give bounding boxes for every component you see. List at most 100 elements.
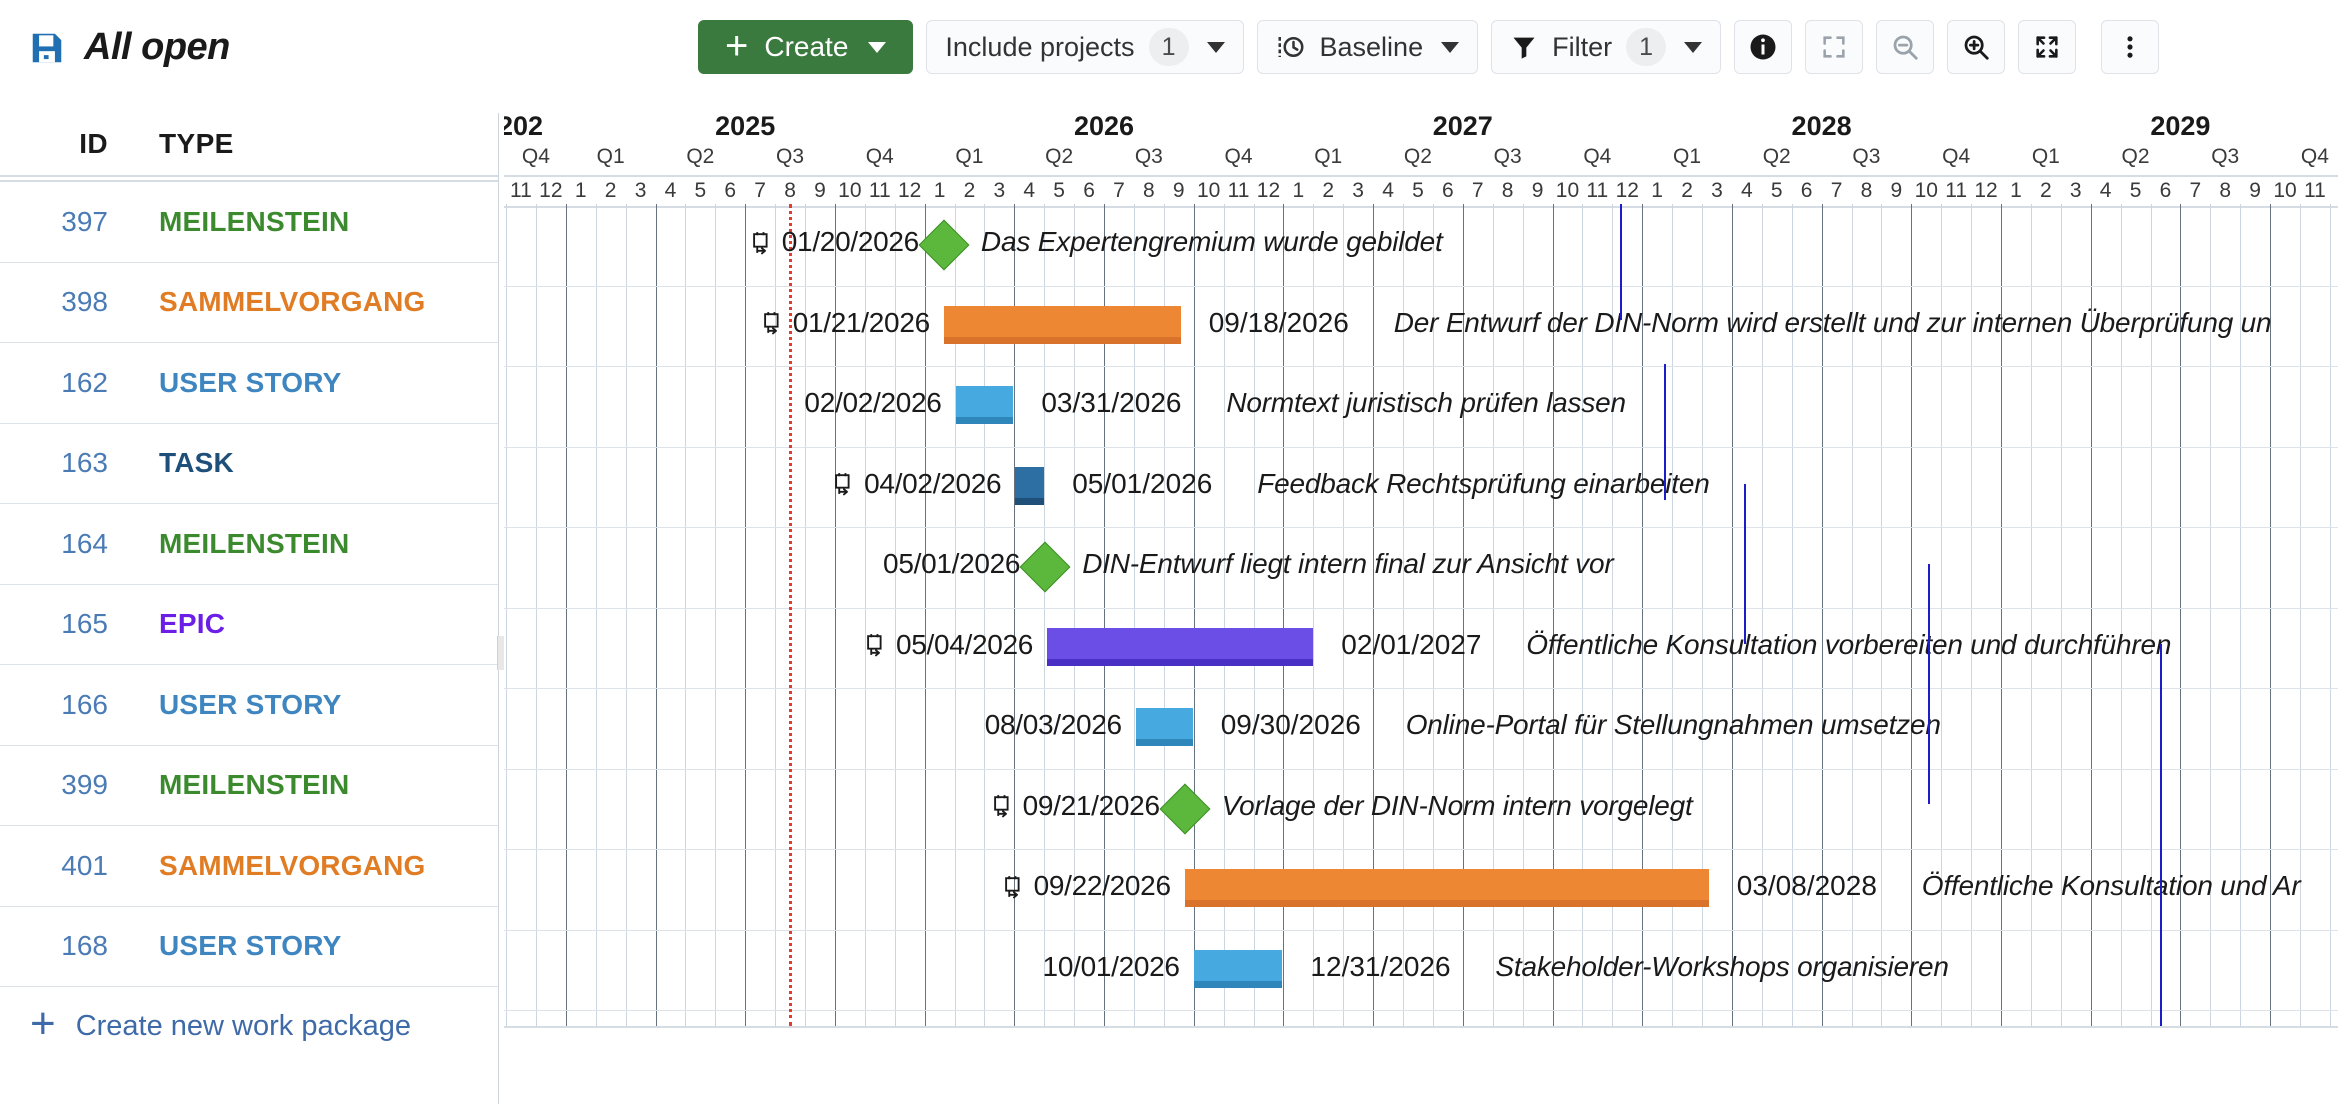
gantt-relation-line	[1928, 564, 1930, 724]
gantt-bar[interactable]	[1193, 949, 1283, 988]
column-header-type[interactable]: TYPE	[159, 128, 234, 159]
grid-line-month	[1432, 204, 1434, 1026]
gantt-milestone-diamond[interactable]	[918, 219, 970, 271]
gantt-bar[interactable]	[1135, 708, 1193, 747]
gantt-relation-line	[2160, 644, 2162, 884]
gantt-bar[interactable]	[1184, 869, 1709, 908]
gantt-subject-label[interactable]: Vorlage der DIN-Norm intern vorgelegt	[1221, 789, 1693, 821]
grid-line-quarter	[745, 204, 747, 1026]
gantt-subject-label[interactable]: Stakeholder-Workshops organisieren	[1495, 950, 1949, 982]
column-header-id[interactable]: ID	[79, 128, 108, 159]
grid-line-month	[1761, 204, 1763, 1026]
timeline-month-tick: 12	[1256, 179, 1281, 202]
info-button[interactable]	[1734, 20, 1793, 74]
grid-line-quarter	[834, 204, 836, 1026]
timeline-month-tick: 8	[2219, 179, 2232, 202]
scheduled-manually-icon	[830, 471, 855, 496]
gantt-row-separator	[504, 1010, 2338, 1011]
grid-line-month	[775, 204, 777, 1026]
row-id-link[interactable]: 164	[61, 527, 108, 559]
create-button[interactable]: + Create	[698, 20, 914, 74]
gantt-bar[interactable]	[1047, 627, 1314, 666]
timeline-quarter-tick: Q1	[1673, 145, 1702, 168]
gantt-bar-progress-edge	[1047, 658, 1314, 666]
row-id-link[interactable]: 401	[61, 849, 108, 881]
gantt-subject-label[interactable]: Der Entwurf der DIN-Norm wird erstellt u…	[1393, 306, 2272, 338]
gantt-row-separator	[504, 768, 2338, 770]
pane-splitter[interactable]	[498, 113, 505, 1104]
timeline-quarter-tick: Q4	[1224, 145, 1253, 168]
timeline-month-tick: 3	[2069, 179, 2082, 202]
gantt-subject-label[interactable]: Online-Portal für Stellungnahmen umsetze…	[1405, 709, 1941, 741]
gantt-bar[interactable]	[1015, 466, 1045, 505]
include-projects-button[interactable]: Include projects 1	[926, 20, 1244, 74]
gantt-subject-label[interactable]: DIN-Entwurf liegt intern final zur Ansic…	[1082, 548, 1614, 580]
row-id-link[interactable]: 398	[61, 286, 108, 318]
gantt-subject-label[interactable]: Normtext juristisch prüfen lassen	[1226, 387, 1626, 419]
gantt-finish-date-label: 03/31/2026	[1041, 387, 1182, 419]
gantt-bar[interactable]	[943, 305, 1181, 344]
grid-line-month	[1403, 204, 1404, 1026]
floppy-disk-icon[interactable]	[28, 29, 66, 67]
today-marker-line	[789, 204, 793, 1026]
gantt-finish-date-label: 05/01/2026	[1072, 467, 1213, 499]
grid-line-month	[1522, 204, 1524, 1026]
row-id-link[interactable]: 165	[61, 608, 108, 640]
gantt-finish-date-label: 03/08/2028	[1736, 870, 1877, 902]
zoom-in-button[interactable]	[1947, 20, 2006, 74]
create-new-work-package-button[interactable]: + Create new work package	[30, 999, 411, 1048]
gantt-milestone-diamond[interactable]	[1019, 541, 1071, 593]
zoom-out-button[interactable]	[1876, 20, 1935, 74]
timeline-month-tick: 8	[1501, 179, 1514, 202]
zoom-to-fit-button[interactable]	[1805, 20, 1864, 74]
gantt-subject-label[interactable]: Das Expertengremium wurde gebildet	[980, 226, 1443, 258]
row-id-link[interactable]: 399	[61, 769, 108, 801]
timeline-month-tick: 7	[1830, 179, 1843, 202]
gantt-bar[interactable]	[955, 386, 1014, 425]
grid-line-quarter	[1373, 204, 1375, 1026]
gantt-milestone-diamond[interactable]	[1159, 783, 1211, 835]
row-id-link[interactable]: 163	[61, 447, 108, 479]
gantt-row-separator	[504, 688, 2338, 689]
timeline-month-tick: 9	[814, 179, 826, 202]
table-row[interactable]: 401 SAMMELVORGANG	[0, 826, 498, 907]
timeline-month-tick: 9	[1531, 179, 1544, 202]
gantt-relation-line	[1928, 724, 1930, 804]
baseline-button[interactable]: Baseline	[1256, 20, 1479, 74]
row-id-link[interactable]: 397	[61, 205, 108, 237]
row-type-label: TASK	[159, 447, 234, 479]
gantt-subject-label[interactable]: Öffentliche Konsultation und Ar	[1921, 870, 2301, 902]
timeline-quarter-tick: Q4	[2300, 145, 2329, 168]
timeline-quarter-tick: Q1	[955, 145, 984, 168]
gantt-start-date-label: 08/03/2026	[985, 709, 1122, 741]
gantt-start-date-text: 01/21/2026	[792, 306, 930, 338]
page-title: All open	[84, 26, 230, 68]
timeline-month-tick: 4	[664, 179, 677, 202]
gantt-subject-label[interactable]: Feedback Rechtsprüfung einarbeiten	[1257, 467, 1710, 499]
row-id-link[interactable]: 168	[61, 930, 108, 962]
row-id-link[interactable]: 162	[61, 366, 108, 398]
table-row[interactable]: 163 TASK	[0, 424, 498, 504]
filter-button[interactable]: Filter 1	[1491, 20, 1722, 74]
timeline-month-tick: 6	[724, 179, 737, 202]
more-options-button[interactable]	[2101, 20, 2160, 74]
gantt-bar-progress-edge	[1015, 497, 1045, 505]
row-type-label: SAMMELVORGANG	[159, 849, 426, 881]
row-id-link[interactable]: 166	[61, 688, 108, 720]
grid-line-quarter	[1462, 204, 1464, 1026]
timeline-quarter-tick: Q2	[2121, 145, 2150, 168]
grid-line-quarter	[1731, 204, 1733, 1026]
gantt-start-date-label: 05/04/2026	[862, 629, 1033, 661]
fullscreen-button[interactable]	[2018, 20, 2077, 74]
gantt-subject-label[interactable]: Öffentliche Konsultation vorbereiten und…	[1526, 628, 2172, 660]
